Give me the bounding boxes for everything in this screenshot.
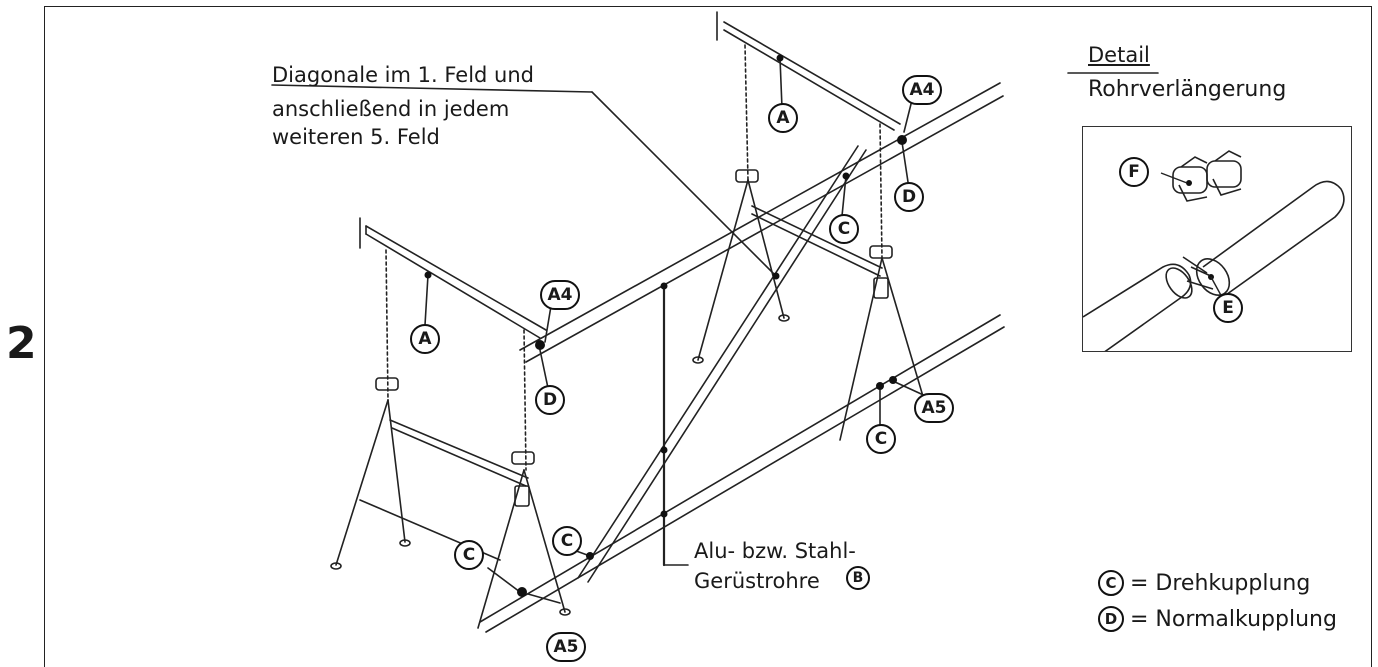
label-d-front: D: [535, 385, 565, 415]
label-b: B: [846, 566, 870, 590]
upper-tube: [519, 82, 1004, 363]
detail-title: Detail: [1088, 43, 1150, 67]
label-c-diagonal-bottom: C: [552, 526, 582, 556]
back-trestle: [692, 11, 931, 441]
label-f: F: [1119, 157, 1149, 187]
diagonal-callout-line-1: Diagonale im 1. Feld und: [272, 63, 534, 87]
label-a5-right: A5: [914, 393, 954, 423]
legend-key-d: D: [1098, 606, 1124, 632]
legend-item-c: C = Drehkupplung: [1098, 570, 1310, 596]
diagonal-leader: [591, 91, 777, 277]
legend-item-d: D = Normalkupplung: [1098, 606, 1337, 632]
label-c-lower-right: C: [866, 424, 896, 454]
label-d-back: D: [894, 182, 924, 212]
front-trestle: [330, 217, 571, 629]
legend-key-c: C: [1098, 570, 1124, 596]
coupling-dots: [424, 54, 907, 597]
label-c-diagonal-top: C: [829, 214, 859, 244]
label-a-front: A: [410, 324, 440, 354]
lower-tube: [479, 314, 1005, 633]
legend-text-c: = Drehkupplung: [1130, 570, 1311, 596]
label-e: E: [1213, 293, 1243, 323]
label-a4-front: A4: [540, 280, 580, 310]
drawing-frame: [44, 6, 1372, 667]
tubes-callout-line-2: Gerüstrohre: [694, 570, 820, 593]
label-a5-left: A5: [546, 632, 586, 662]
diagonal-callout-line-3: weiteren 5. Feld: [272, 125, 440, 149]
step-number: 2: [6, 318, 37, 369]
pipe-extension-illustration: [1083, 150, 1345, 351]
tubes-callout-text: Gerüstrohre: [694, 569, 820, 593]
detail-subtitle: Rohrverlängerung: [1088, 77, 1287, 102]
legend-text-d: = Normalkupplung: [1130, 606, 1337, 632]
diagonal-tube: [577, 145, 867, 583]
label-a4-back: A4: [902, 75, 942, 105]
tubes-callout-line-1: Alu- bzw. Stahl-: [694, 539, 856, 563]
label-a-back: A: [768, 103, 798, 133]
label-c-lower-left: C: [454, 540, 484, 570]
diagonal-callout-line-2: anschließend in jedem: [272, 97, 510, 121]
detail-inset: F E: [1082, 126, 1352, 352]
diagonal-leader-h: [271, 84, 593, 93]
